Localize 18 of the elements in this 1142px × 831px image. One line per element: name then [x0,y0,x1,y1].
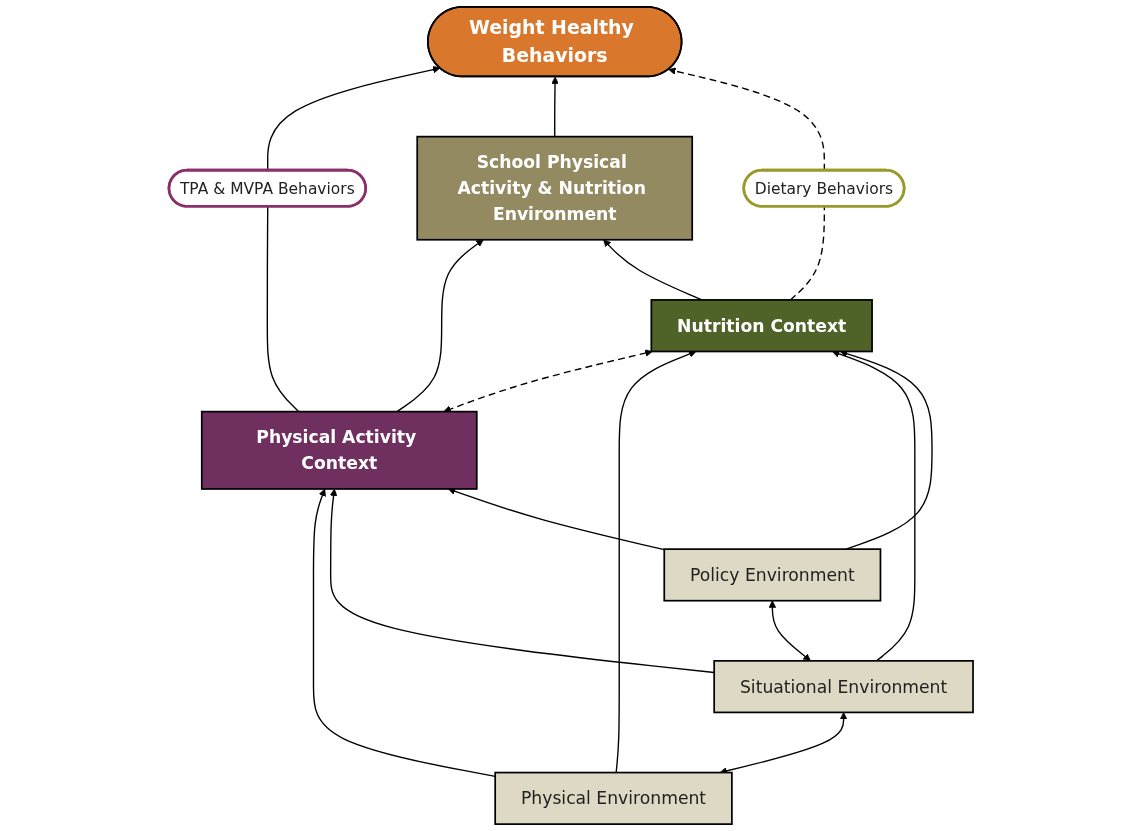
arrow [396,239,484,413]
arrow [312,488,496,777]
node-box: Physical Environment [494,771,733,825]
connector [266,206,300,413]
node-box: Physical Activity Context [200,410,478,490]
arrow [448,487,665,551]
arrow [329,488,715,674]
arrow [832,350,916,662]
arrow [839,350,933,550]
node-box: Nutrition Context [650,299,873,353]
arrow [551,76,559,138]
node-box: School Physical Activity & Nutrition Environment [416,135,694,241]
connector [789,206,826,301]
arrow [768,600,811,661]
node-box: Policy Environment [663,548,882,602]
arrow [615,350,697,774]
node-box: Situational Environment [713,660,974,714]
arrow [443,349,653,413]
